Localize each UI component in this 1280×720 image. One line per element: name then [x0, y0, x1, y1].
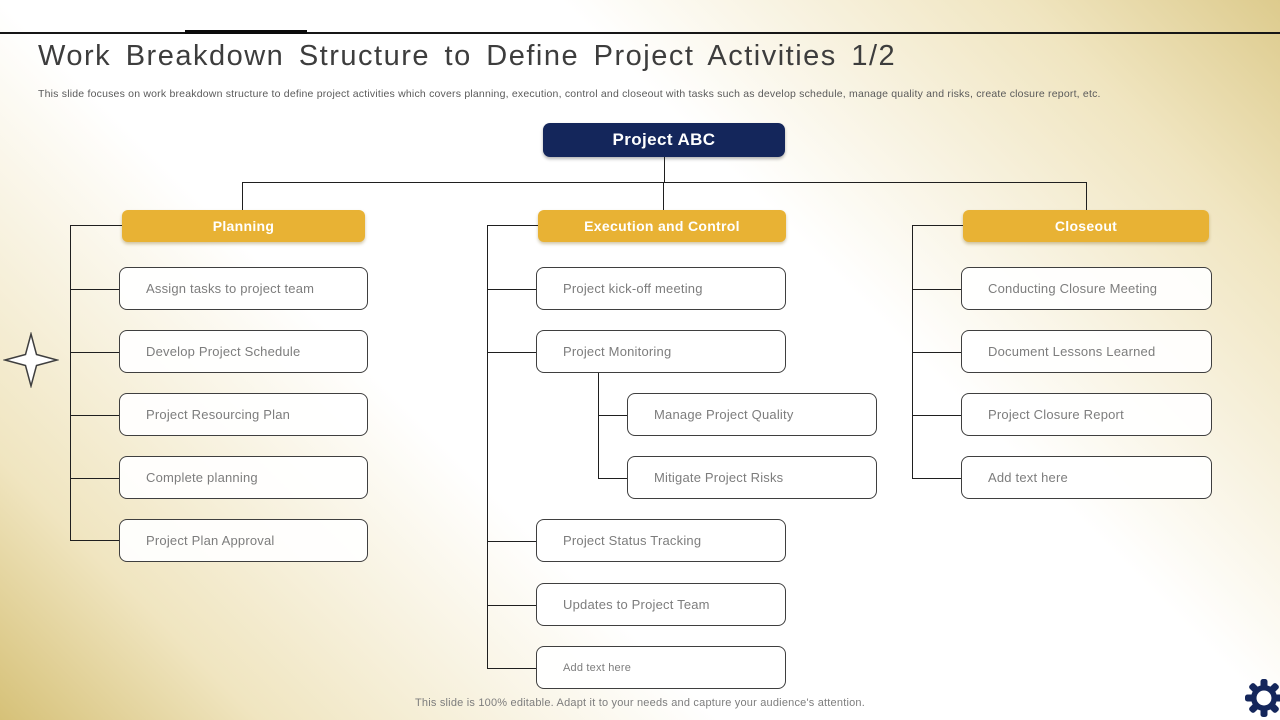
slide-title: Work Breakdown Structure to Define Proje…	[38, 40, 897, 72]
connector-line	[912, 477, 961, 479]
connector-line	[487, 225, 489, 668]
connector-line	[70, 477, 119, 479]
subtask-manage-quality: Manage Project Quality	[627, 393, 877, 436]
connector-line	[70, 414, 119, 416]
connector-line	[487, 604, 536, 606]
connector-line	[70, 225, 72, 540]
column-header-execution-control: Execution and Control	[538, 210, 786, 242]
task-develop-schedule: Develop Project Schedule	[119, 330, 368, 373]
column-header-closeout: Closeout	[963, 210, 1209, 242]
task-add-text-placeholder: Add text here	[961, 456, 1212, 499]
task-complete-planning: Complete planning	[119, 456, 368, 499]
task-plan-approval: Project Plan Approval	[119, 519, 368, 562]
connector-line	[912, 351, 961, 353]
task-status-tracking: Project Status Tracking	[536, 519, 786, 562]
task-updates-team: Updates to Project Team	[536, 583, 786, 626]
root-node-project: Project ABC	[543, 123, 785, 157]
task-closure-meeting: Conducting Closure Meeting	[961, 267, 1212, 310]
slide-subtitle: This slide focuses on work breakdown str…	[38, 88, 1101, 100]
connector-line	[487, 540, 536, 542]
connector-line	[1086, 182, 1088, 210]
task-kickoff-meeting: Project kick-off meeting	[536, 267, 786, 310]
connector-line	[487, 225, 538, 227]
connector-line	[598, 373, 600, 478]
connector-line	[663, 157, 665, 182]
connector-line	[598, 477, 627, 479]
task-lessons-learned: Document Lessons Learned	[961, 330, 1212, 373]
task-resourcing-plan: Project Resourcing Plan	[119, 393, 368, 436]
task-project-monitoring: Project Monitoring	[536, 330, 786, 373]
top-divider-line	[0, 32, 1280, 34]
top-divider-accent	[185, 30, 307, 34]
connector-line	[70, 351, 119, 353]
connector-line	[912, 414, 961, 416]
connector-line	[242, 182, 244, 210]
subtask-mitigate-risks: Mitigate Project Risks	[627, 456, 877, 499]
connector-line	[598, 414, 627, 416]
connector-line	[487, 351, 536, 353]
task-assign-tasks: Assign tasks to project team	[119, 267, 368, 310]
slide-footer-note: This slide is 100% editable. Adapt it to…	[415, 697, 865, 709]
connector-line	[70, 540, 119, 542]
connector-line	[912, 288, 961, 290]
connector-line	[912, 225, 914, 478]
gear-icon	[1245, 679, 1280, 717]
task-closure-report: Project Closure Report	[961, 393, 1212, 436]
connector-line	[487, 288, 536, 290]
connector-line	[487, 667, 536, 669]
connector-line	[70, 225, 122, 227]
connector-line	[70, 288, 119, 290]
connector-line	[242, 182, 1087, 184]
connector-line	[663, 182, 665, 210]
task-add-text-placeholder: Add text here	[536, 646, 786, 689]
four-point-star-icon	[3, 332, 59, 388]
connector-line	[912, 225, 963, 227]
column-header-planning: Planning	[122, 210, 365, 242]
